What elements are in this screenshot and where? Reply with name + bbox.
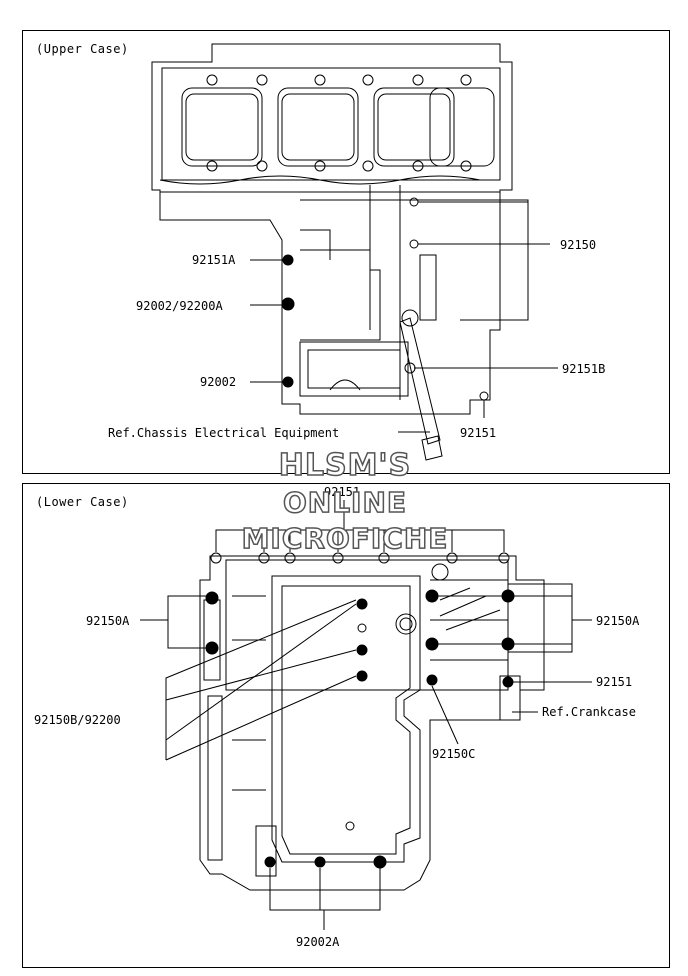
upper-case-title: (Upper Case) [36,42,129,56]
label-92002-92200A: 92002/92200A [136,299,223,313]
label-92002A: 92002A [296,935,340,949]
label-92151-lower-top: 92151 [324,485,360,499]
label-92150: 92150 [560,238,596,252]
label-92150C: 92150C [432,747,475,761]
upper-case-panel [22,30,670,474]
upper-leader-lines [250,201,558,433]
label-92151A: 92151A [192,253,236,267]
lower-case-title: (Lower Case) [36,495,129,509]
lower-crankcase-drawing [199,552,545,891]
label-92150A-left: 92150A [86,614,130,628]
lower-leader-lines [140,500,592,930]
watermark-line3: MICROFICHE [241,521,449,556]
watermark-line1: HLSM'S [278,447,412,484]
label-92151-upper: 92151 [460,426,496,440]
label-92151B: 92151B [562,362,605,376]
upper-crankcase-drawing [151,43,529,461]
label-92150B-92200: 92150B/92200 [34,713,121,727]
label-ref-chassis-electrical: Ref.Chassis Electrical Equipment [108,426,339,440]
label-92150A-right: 92150A [596,614,640,628]
label-92002: 92002 [200,375,236,389]
lower-case-panel [22,483,670,968]
label-92151-lower-right: 92151 [596,675,632,689]
watermark-line2: ONLINE [282,485,408,520]
label-ref-crankcase: Ref.Crankcase [542,705,636,719]
